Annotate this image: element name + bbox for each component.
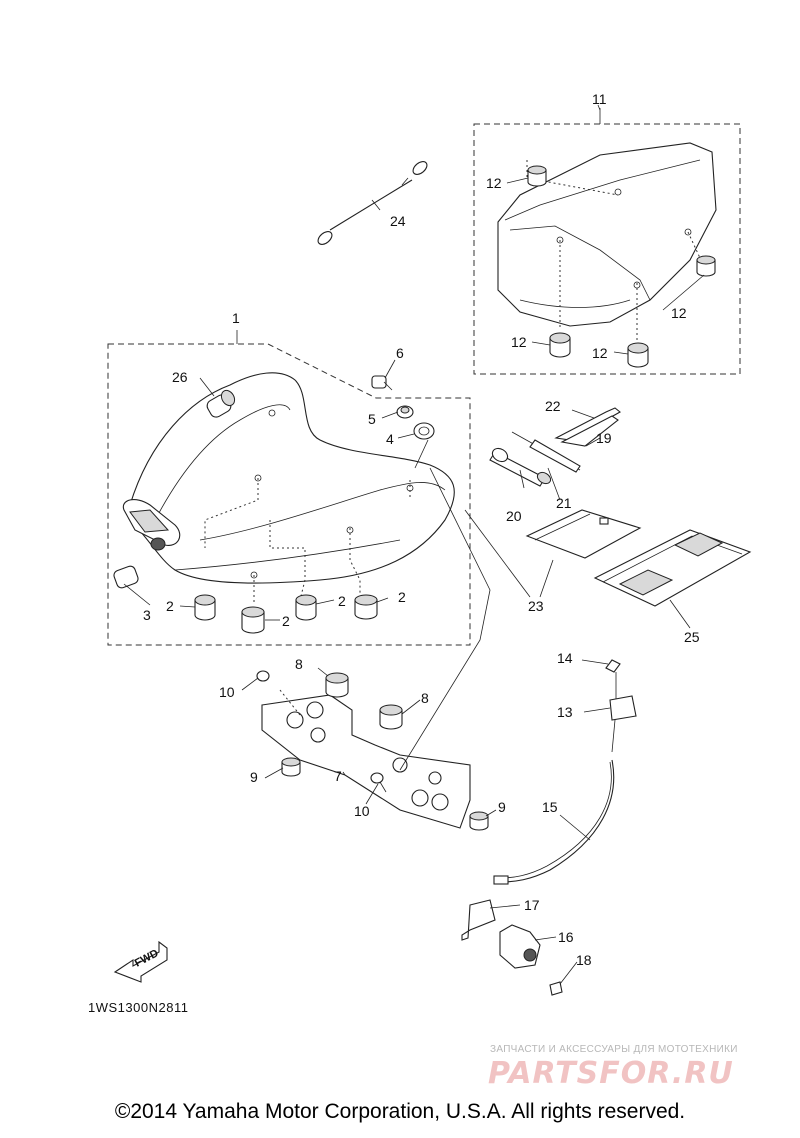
callout-9: 9 bbox=[498, 799, 506, 815]
callout-17: 17 bbox=[524, 897, 540, 913]
copyright-notice: ©2014 Yamaha Motor Corporation, U.S.A. A… bbox=[114, 1100, 686, 1123]
callout-1: 1 bbox=[232, 310, 240, 326]
callout-2: 2 bbox=[282, 613, 290, 629]
passenger-seat-dampers-12 bbox=[527, 165, 716, 368]
callout-23: 23 bbox=[528, 598, 544, 614]
leader-bracket-to-seat bbox=[399, 467, 491, 771]
fwd-arrow-icon: FWD bbox=[113, 940, 168, 983]
callout-4: 4 bbox=[386, 431, 394, 447]
callout-22: 22 bbox=[545, 398, 561, 414]
callout-11: 11 bbox=[592, 91, 607, 107]
callout-9: 9 bbox=[250, 769, 258, 785]
callout-8: 8 bbox=[421, 690, 429, 706]
seat-dampers-2 bbox=[194, 594, 378, 634]
watermark-tagline: ЗАПЧАСТИ И АКСЕССУАРЫ ДЛЯ МОТОТЕХНИКИ bbox=[490, 1044, 738, 1055]
callout-20: 20 bbox=[506, 508, 522, 524]
callout-2: 2 bbox=[338, 593, 346, 609]
watermark-logo: PARTSFOR.RU bbox=[488, 1056, 734, 1091]
passenger-seat bbox=[497, 142, 717, 340]
callout-10: 10 bbox=[354, 803, 370, 819]
seat-lock-bracket-7 bbox=[261, 689, 471, 829]
seat-fasteners-4-5-6 bbox=[371, 375, 435, 469]
callout-12: 12 bbox=[671, 305, 687, 321]
seat-damper-3 bbox=[113, 537, 166, 589]
callout-2: 2 bbox=[398, 589, 406, 605]
bracket-hardware bbox=[256, 670, 489, 831]
callout-5: 5 bbox=[368, 411, 376, 427]
callout-12: 12 bbox=[511, 334, 527, 350]
callout-26: 26 bbox=[172, 369, 188, 385]
callout-13: 13 bbox=[557, 704, 573, 720]
callout-labels: 11 12 12 12 12 24 1 26 6 5 4 3 2 2 2 2 2… bbox=[143, 91, 700, 968]
callout-16: 16 bbox=[558, 929, 574, 945]
rider-seat bbox=[122, 372, 455, 605]
seat-bump-26 bbox=[206, 389, 236, 418]
leader-lines bbox=[123, 104, 705, 985]
callout-12: 12 bbox=[592, 345, 608, 361]
callout-21: 21 bbox=[556, 495, 572, 511]
tool-bag-23 bbox=[525, 509, 642, 559]
owners-manual-25 bbox=[593, 529, 752, 607]
callout-10: 10 bbox=[219, 684, 235, 700]
callout-12: 12 bbox=[486, 175, 502, 191]
tool-kit bbox=[489, 407, 621, 487]
callout-19: 19 bbox=[596, 430, 612, 446]
diagram-code: 1WS1300N2811 bbox=[88, 1000, 189, 1015]
seat-lock-cable-assembly bbox=[461, 659, 637, 996]
callout-8: 8 bbox=[295, 656, 303, 672]
callout-3: 3 bbox=[143, 607, 151, 623]
callout-6: 6 bbox=[396, 345, 404, 361]
callout-7: 7 bbox=[334, 768, 342, 784]
callout-2: 2 bbox=[166, 598, 174, 614]
callout-15: 15 bbox=[542, 799, 558, 815]
callout-25: 25 bbox=[684, 629, 700, 645]
callout-24: 24 bbox=[390, 213, 406, 229]
callout-18: 18 bbox=[576, 952, 592, 968]
group-box-rider-seat bbox=[107, 343, 471, 646]
callout-14: 14 bbox=[557, 650, 573, 666]
group-box-passenger-seat bbox=[473, 123, 741, 375]
seat-wire-24 bbox=[317, 161, 428, 245]
